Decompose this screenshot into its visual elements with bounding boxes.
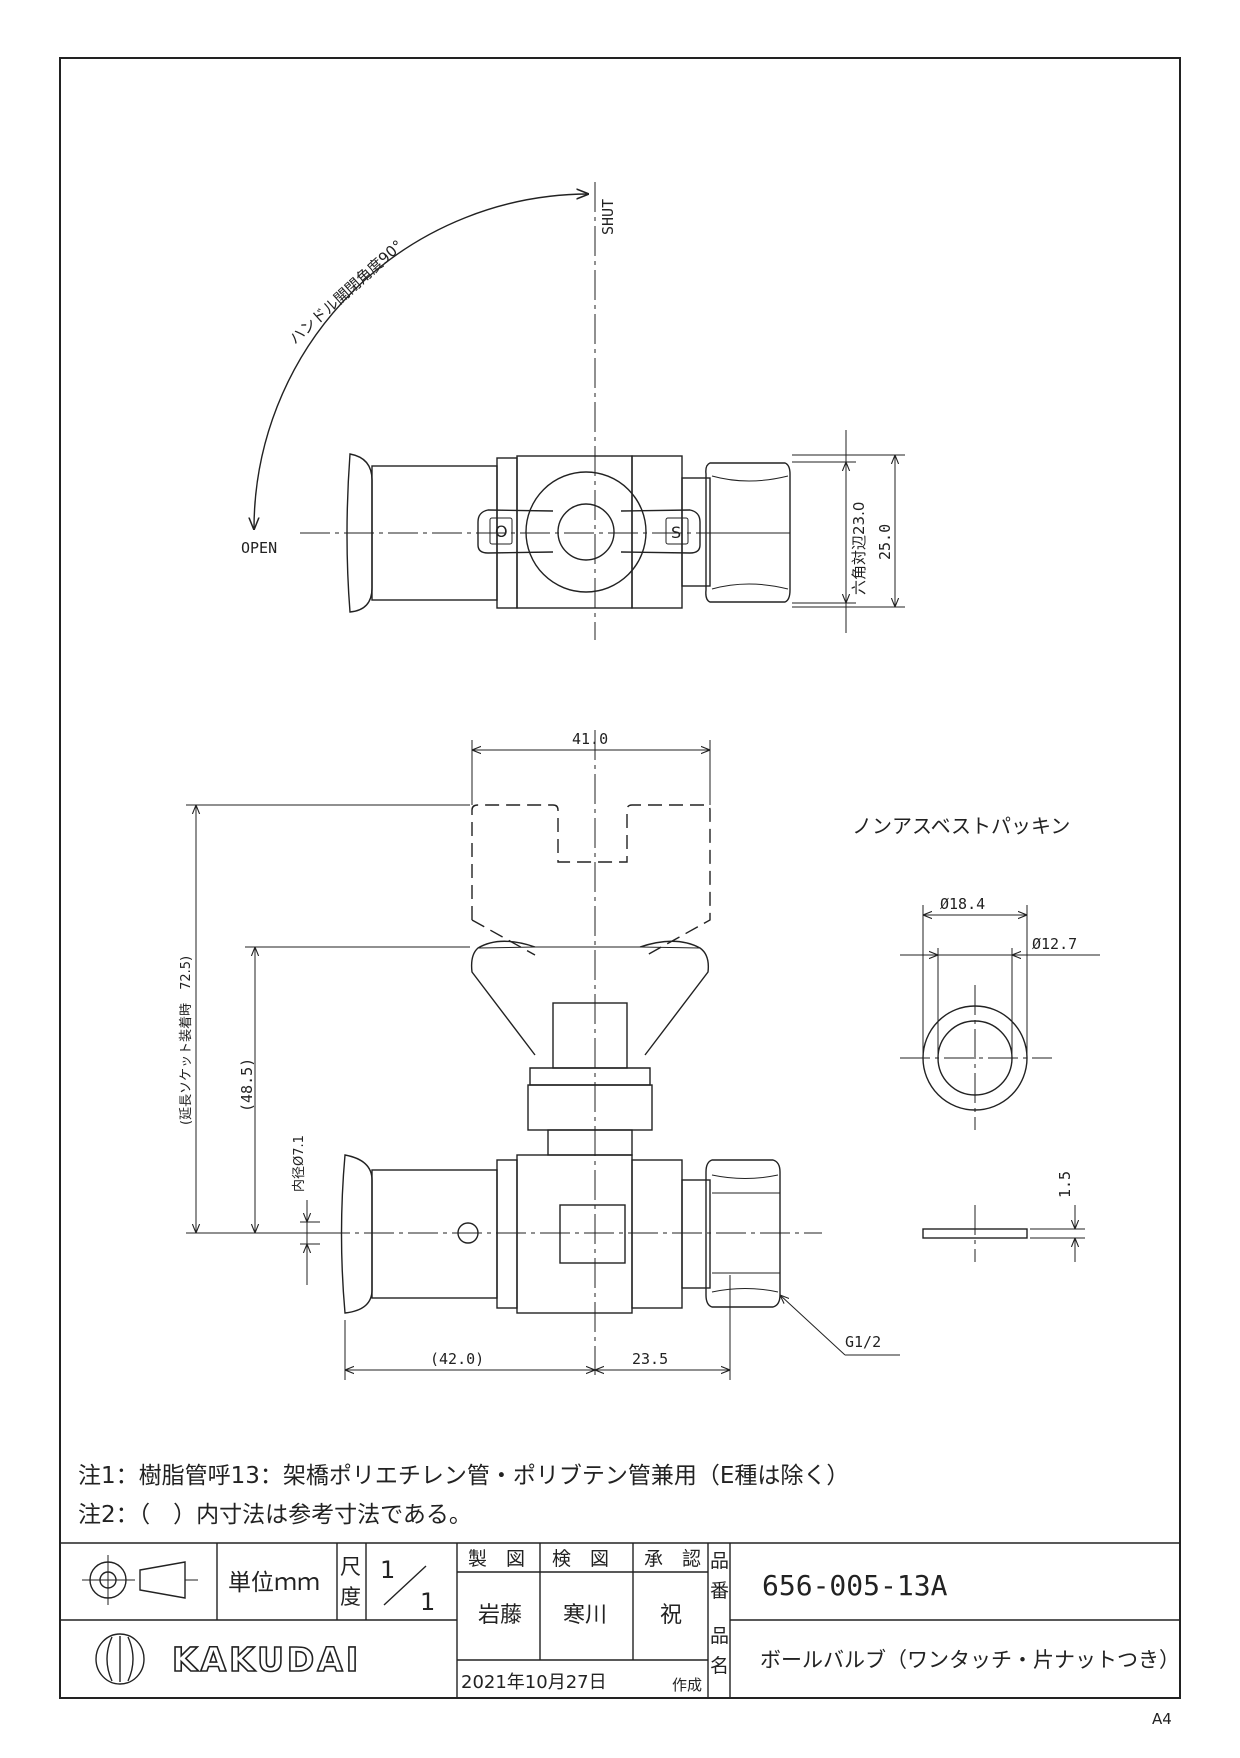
part-name: ボールバルブ（ワンタッチ・片ナットつき） (760, 1648, 1180, 1672)
gasket-title: ノンアスベストパッキン (852, 814, 1070, 838)
front-view: 41.0 G1/2 (延長ソケット装着時 7 (178, 730, 900, 1380)
created-label: 作成 (672, 1676, 702, 1694)
dim-handle-height: (48.5) (238, 1058, 256, 1112)
scale-label-2: 度 (340, 1585, 361, 1609)
checked-header: 検 図 (552, 1548, 609, 1570)
approved-by: 祝 (660, 1603, 682, 1628)
part-name-label-1: 品 (710, 1625, 729, 1647)
approved-header: 承 認 (644, 1548, 701, 1570)
drawing-date: 2021年10月27日 (461, 1672, 607, 1693)
open-label: OPEN (241, 539, 277, 557)
drawn-by: 岩藤 (478, 1603, 522, 1628)
kakudai-logo: KAKUDAI (95, 1633, 361, 1685)
title-block: 単位ｍｍ 尺 度 1 1 製 図 検 図 承 認 岩藤 寒川 祝 2021年10… (60, 1542, 1180, 1698)
scale-denominator: 1 (420, 1588, 435, 1616)
scale-numerator: 1 (380, 1556, 395, 1584)
handle-angle-label: ハンドル開閉角度90° (286, 237, 407, 348)
gasket-inner-diameter: Ø12.7 (1032, 935, 1077, 953)
dim-right-length: 23.5 (632, 1350, 668, 1368)
part-number: 656-005-13A (762, 1569, 948, 1602)
note-1: 注1：樹脂管呼13：架橋ポリエチレン管・ポリブテン管兼用（E種は除く） (78, 1463, 849, 1489)
dim-nut-height: 25.0 (876, 524, 894, 560)
scale-label-1: 尺 (340, 1555, 361, 1579)
part-no-label-1: 品 (710, 1550, 729, 1572)
unit-label: 単位ｍｍ (228, 1570, 320, 1596)
part-name-label-2: 名 (710, 1655, 729, 1677)
gasket-thickness: 1.5 (1056, 1171, 1074, 1198)
third-angle-projection-icon (82, 1555, 198, 1605)
checked-by: 寒川 (563, 1603, 607, 1628)
part-no-label-2: 番 (710, 1580, 729, 1602)
top-view: SHUT OPEN ハンドル開閉角度90° O S 六角対辺23.0 (241, 182, 905, 640)
gasket-view: ノンアスベストパッキン Ø18.4 Ø12.7 1.5 (852, 814, 1100, 1262)
dim-left-length: (42.0) (430, 1350, 484, 1368)
dim-inner-diameter: 内径Ø7.1 (291, 1135, 307, 1192)
gasket-outer-diameter: Ø18.4 (940, 895, 985, 913)
thread-label: G1/2 (845, 1333, 881, 1351)
drawn-header: 製 図 (468, 1548, 525, 1570)
paper-size: A4 (1152, 1710, 1172, 1728)
note-2: 注2：（ ）内寸法は参考寸法である。 (78, 1502, 472, 1528)
brand-name: KAKUDAI (172, 1640, 361, 1679)
shut-label: SHUT (599, 199, 617, 235)
sheet-border (59, 57, 1181, 1699)
dim-total-height: (延長ソケット装着時 72.5) (178, 956, 194, 1125)
dim-hex-width: 六角対辺23.0 (850, 502, 868, 595)
handle-o-mark: O (495, 522, 508, 541)
handle-s-mark: S (671, 523, 681, 542)
dim-handle-width: 41.0 (572, 730, 608, 748)
